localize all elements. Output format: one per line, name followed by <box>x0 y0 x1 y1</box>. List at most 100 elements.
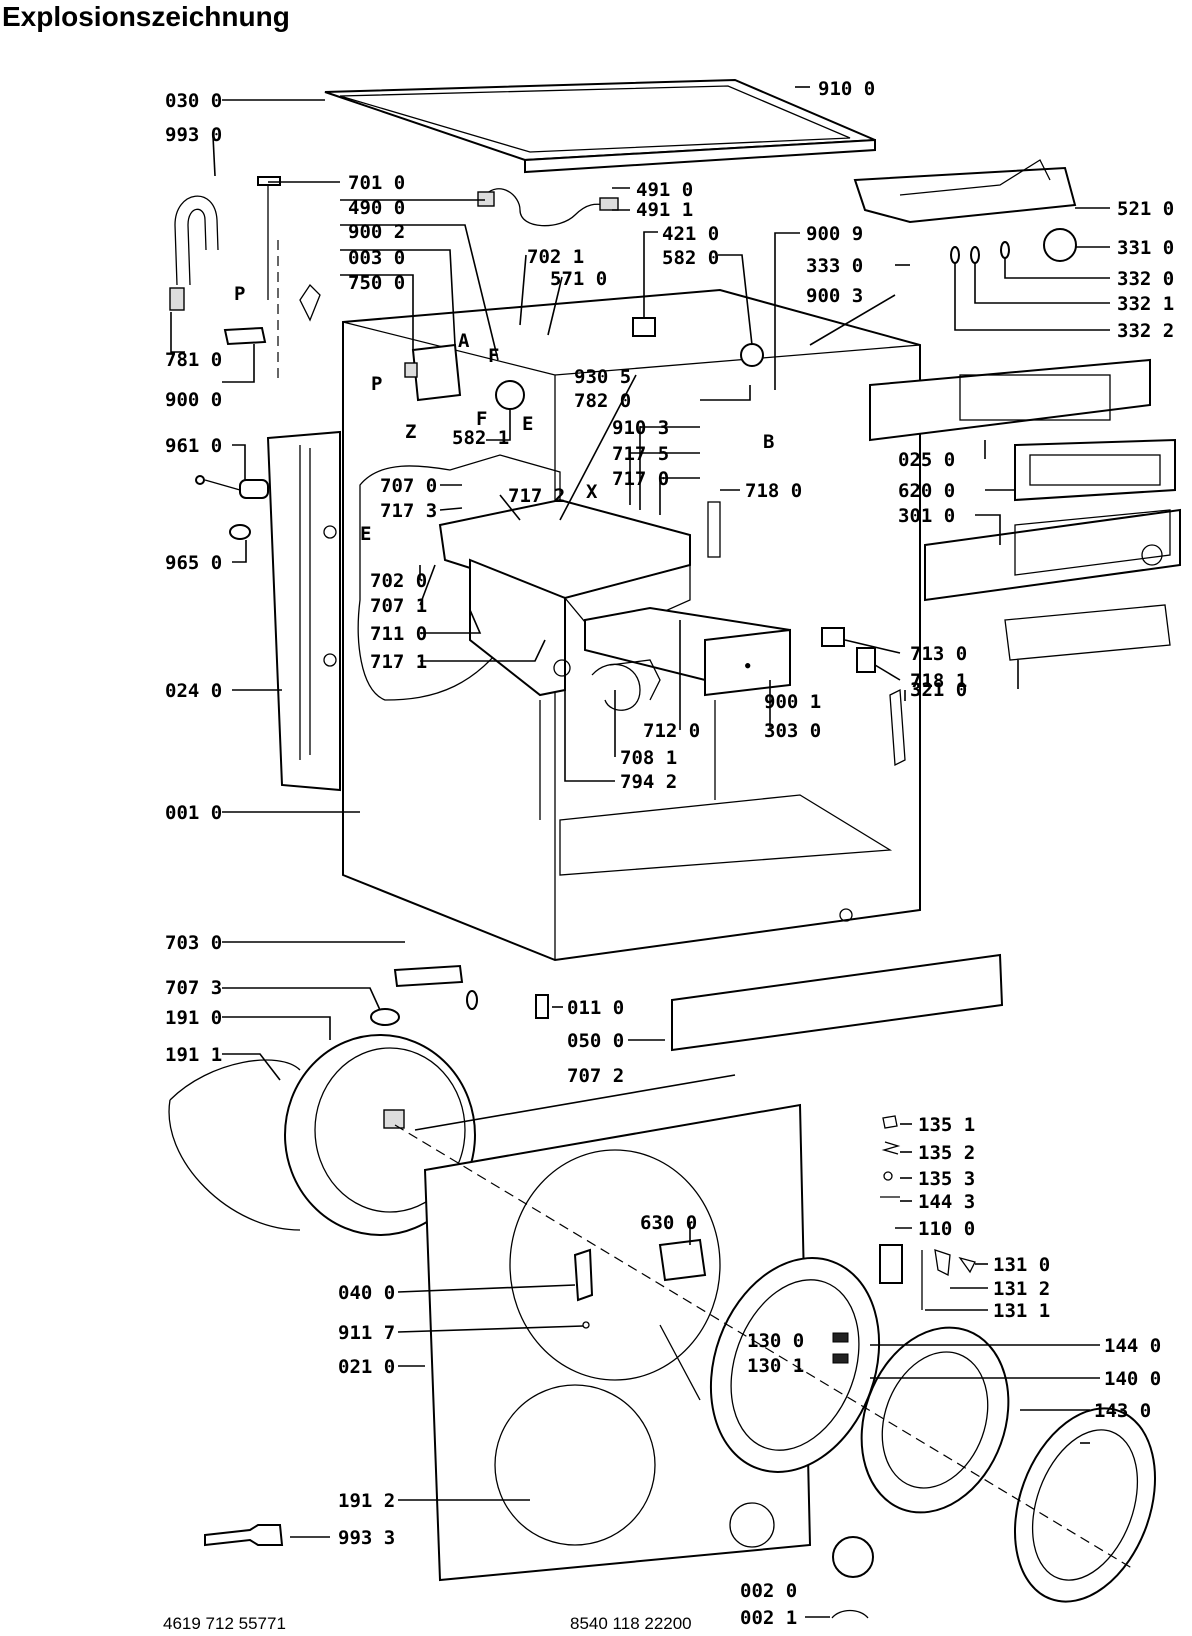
label-144-0: 144 0 <box>1104 1335 1161 1357</box>
marker-f-upper: F <box>488 345 499 367</box>
part-713 <box>821 627 845 647</box>
label-491-0: 491 0 <box>636 179 693 201</box>
latch-900-1 <box>889 688 906 767</box>
label-965-0: 965 0 <box>165 552 222 574</box>
diagram-title: Explosionszeichnung <box>2 1 290 32</box>
bracket-900-0 <box>223 326 267 346</box>
label-782-0: 782 0 <box>574 390 631 412</box>
label-718-1: 718 1 <box>910 670 967 692</box>
ring-703 <box>466 990 478 1010</box>
kickplate-050 <box>671 953 1004 1052</box>
marker-z: Z <box>405 421 416 443</box>
label-191-1: 191 1 <box>165 1044 222 1066</box>
label-131-0: 131 0 <box>993 1254 1050 1276</box>
label-703-0: 703 0 <box>165 932 222 954</box>
label-993-0: 993 0 <box>165 124 222 146</box>
label-050-0: 050 0 <box>567 1030 624 1052</box>
label-707-3: 707 3 <box>165 977 222 999</box>
hose-spring-993 <box>169 195 219 311</box>
control-board-620 <box>1014 438 1176 502</box>
door-outer-143 <box>1013 1407 1157 1603</box>
label-582-1: 582 1 <box>452 427 509 449</box>
label-900-0: 900 0 <box>165 389 222 411</box>
label-024-0: 024 0 <box>165 680 222 702</box>
valve-582-1 <box>495 380 525 410</box>
label-303-0: 303 0 <box>764 720 821 742</box>
shock-961 <box>195 475 269 499</box>
label-961-0: 961 0 <box>165 435 222 457</box>
front-panel-301 <box>924 508 1181 602</box>
label-331-0: 331 0 <box>1117 237 1174 259</box>
label-900-1: 900 1 <box>764 691 821 713</box>
label-707-0: 707 0 <box>380 475 437 497</box>
clip-002-1 <box>831 1609 869 1619</box>
label-333-0: 333 0 <box>806 255 863 277</box>
label-191-2: 191 2 <box>338 1490 395 1512</box>
part-718-0 <box>707 501 721 558</box>
knob-331 <box>1043 228 1077 262</box>
dispenser-drawer-303: ● <box>584 606 791 697</box>
cap-002-0 <box>832 1536 874 1578</box>
label-781-0: 781 0 <box>165 349 222 371</box>
label-794-2: 794 2 <box>620 771 677 793</box>
label-140-0: 140 0 <box>1104 1368 1161 1390</box>
drawer-brand-mark: ● <box>745 661 751 671</box>
marker-x: X <box>586 481 598 503</box>
label-110-0: 110 0 <box>918 1218 975 1240</box>
label-143-0: 143 0 <box>1094 1400 1151 1422</box>
label-717-5: 717 5 <box>612 443 669 465</box>
screw-011 <box>535 994 549 1019</box>
label-130-0: 130 0 <box>747 1330 804 1352</box>
label-131-1: 131 1 <box>993 1300 1050 1322</box>
label-021-0: 021 0 <box>338 1356 395 1378</box>
spring-131-2 <box>934 1249 951 1277</box>
label-708-1: 708 1 <box>620 747 677 769</box>
label-711-0: 711 0 <box>370 623 427 645</box>
seal-707-3 <box>370 1008 400 1026</box>
marker-e-valve: E <box>522 413 533 435</box>
label-332-2: 332 2 <box>1117 320 1174 342</box>
marker-p-hose: P <box>234 283 245 305</box>
label-900-2: 900 2 <box>348 221 405 243</box>
marker-e-left: E <box>360 523 371 545</box>
tube-703 <box>393 964 464 988</box>
clip-750-side <box>299 283 321 322</box>
label-011-0: 011 0 <box>567 997 624 1019</box>
label-701-0: 701 0 <box>348 172 405 194</box>
label-571-0: 571 0 <box>550 268 607 290</box>
label-135-1: 135 1 <box>918 1114 975 1136</box>
label-900-3: 900 3 <box>806 285 863 307</box>
label-332-0: 332 0 <box>1117 268 1174 290</box>
label-717-0: 717 0 <box>612 468 669 490</box>
handle-110 <box>879 1244 903 1284</box>
label-620-0: 620 0 <box>898 480 955 502</box>
label-421-0: 421 0 <box>662 223 719 245</box>
facia-321 <box>1004 604 1171 661</box>
front-panel-021 <box>423 1103 812 1582</box>
knob-332-2 <box>1000 241 1010 259</box>
label-717-2: 717 2 <box>508 485 565 507</box>
label-521-0: 521 0 <box>1117 198 1174 220</box>
door-glass-140 <box>860 1326 1010 1514</box>
latch-040 <box>573 1248 594 1302</box>
label-993-3: 993 3 <box>338 1527 395 1549</box>
label-911-7: 911 7 <box>338 1322 395 1344</box>
knob-332-1 <box>970 246 980 264</box>
label-718-0: 718 0 <box>745 480 802 502</box>
label-702-1: 702 1 <box>527 246 584 268</box>
label-750-0: 750 0 <box>348 272 405 294</box>
label-003-0: 003 0 <box>348 247 405 269</box>
label-713-0: 713 0 <box>910 643 967 665</box>
wiring-harness-490 <box>477 188 619 227</box>
label-707-2: 707 2 <box>567 1065 624 1087</box>
label-001-0: 001 0 <box>165 802 222 824</box>
footer-part-number: 8540 118 22200 <box>570 1614 692 1633</box>
marker-f-lower: F <box>476 408 487 430</box>
grommet-965 <box>229 524 251 540</box>
label-002-1: 002 1 <box>740 1607 797 1629</box>
label-910-0: 910 0 <box>818 78 875 100</box>
label-910-3: 910 3 <box>612 417 669 439</box>
footer-document-number: 4619 712 55771 <box>163 1614 286 1633</box>
component-421 <box>632 317 656 337</box>
